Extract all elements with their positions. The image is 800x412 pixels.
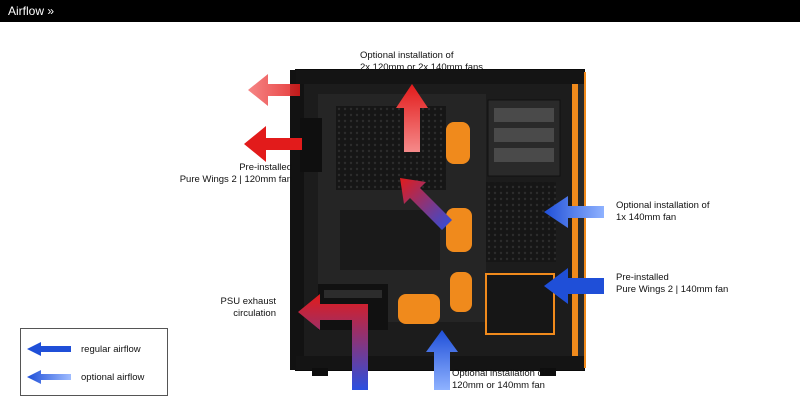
callout-front-top-fan: Optional installation of 1x 140mm fan bbox=[616, 200, 709, 224]
airflow-diagram: Optional installation of 2x 120mm or 2x … bbox=[0, 22, 800, 407]
callout-front-bottom-fan-line1: Pre-installed bbox=[616, 272, 669, 283]
top-panel bbox=[296, 70, 584, 84]
cable-grommet-1 bbox=[446, 122, 470, 164]
case-foot-left bbox=[312, 368, 328, 376]
cpu-cutout bbox=[336, 106, 446, 190]
legend-optional-label: optional airflow bbox=[81, 371, 145, 383]
psu-exhaust-arrow-icon bbox=[298, 294, 368, 390]
rear-exhaust-arrow-icon bbox=[244, 126, 302, 162]
legend: regular airflow optional airflow bbox=[20, 328, 168, 396]
top-exhaust-arrow-icon bbox=[396, 84, 428, 152]
callout-bottom-fan-line2: 120mm or 140mm fan bbox=[452, 380, 545, 391]
callout-rear-fan: Pre-installed Pure Wings 2 | 120mm fan bbox=[160, 162, 292, 186]
rear-exhaust-top-arrow-icon bbox=[248, 74, 300, 106]
legend-row-optional: optional airflow bbox=[21, 365, 167, 389]
rear-panel bbox=[290, 70, 304, 370]
callout-psu-line2: circulation bbox=[233, 308, 276, 319]
case-foot-right bbox=[540, 368, 556, 376]
legend-row-regular: regular airflow bbox=[21, 337, 167, 361]
page-title[interactable]: Airflow » bbox=[8, 4, 55, 18]
cable-grommet-3 bbox=[450, 272, 472, 312]
tray-cutout bbox=[340, 210, 440, 270]
drive-bay-3 bbox=[494, 148, 554, 162]
callout-bottom-fan: Optional installation of 120mm or 140mm … bbox=[452, 368, 545, 392]
callout-psu-line1: PSU exhaust bbox=[220, 296, 276, 307]
callout-top-fans-line1: Optional installation of bbox=[360, 50, 454, 61]
callout-top-fans-line2: 2x 120mm or 2x 140mm fans bbox=[360, 62, 484, 73]
callout-front-top-fan-line1: Optional installation of bbox=[616, 200, 710, 211]
callout-rear-fan-line1: Pre-installed bbox=[239, 162, 292, 173]
legend-regular-label: regular airflow bbox=[81, 343, 141, 355]
bottom-intake-arrow-icon bbox=[426, 330, 458, 390]
callout-front-bottom-fan: Pre-installed Pure Wings 2 | 140mm fan bbox=[616, 272, 728, 296]
callout-psu: PSU exhaust circulation bbox=[176, 296, 276, 320]
psu-slot bbox=[324, 290, 382, 298]
front-intake-bottom-arrow-icon bbox=[544, 268, 604, 304]
solid-arrow-left-icon bbox=[27, 342, 71, 356]
callout-bottom-fan-line1: Optional installation of bbox=[452, 368, 546, 379]
rear-fan-mount bbox=[300, 118, 322, 172]
front-fan-mesh-top bbox=[486, 182, 556, 262]
cable-grommet-4 bbox=[398, 294, 440, 324]
callout-top-fans: Optional installation of 2x 120mm or 2x … bbox=[360, 50, 483, 74]
front-intake-top-arrow-icon bbox=[544, 196, 604, 228]
cable-grommet-2 bbox=[446, 208, 472, 252]
case-illustration bbox=[244, 69, 604, 390]
callout-front-top-fan-line2: 1x 140mm fan bbox=[616, 212, 677, 223]
dashed-arrow-left-icon bbox=[27, 370, 71, 384]
front-bezel bbox=[578, 74, 584, 366]
callout-rear-fan-line2: Pure Wings 2 | 120mm fan bbox=[179, 174, 292, 185]
callout-front-bottom-fan-line2: Pure Wings 2 | 140mm fan bbox=[616, 284, 729, 295]
page-header: Airflow » bbox=[0, 0, 800, 22]
cpu-flow-arrow-icon bbox=[400, 178, 452, 230]
front-fan-bottom bbox=[485, 273, 555, 335]
drive-bay-2 bbox=[494, 128, 554, 142]
drive-bay-1 bbox=[494, 108, 554, 122]
